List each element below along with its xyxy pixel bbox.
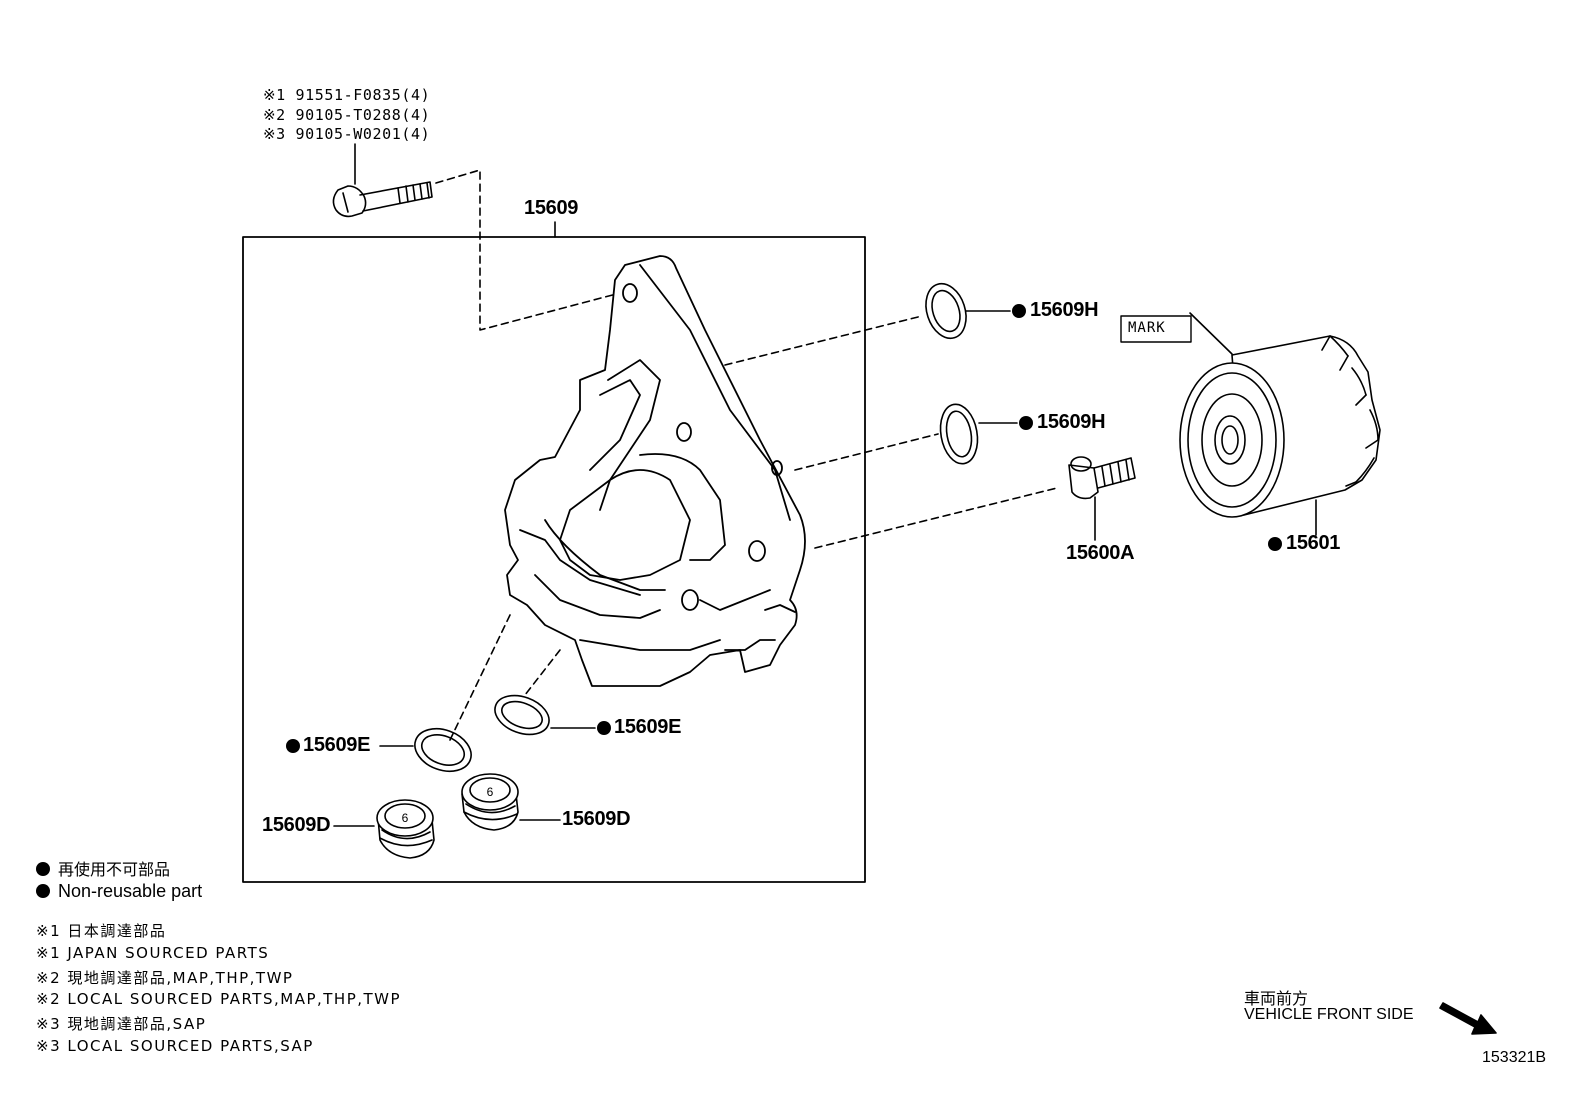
label-assembly[interactable]: 15609 <box>524 197 579 219</box>
bolt-callout-1: ※1 91551-F0835(4) <box>263 86 430 104</box>
union-drawing <box>1068 456 1136 541</box>
oring-h-upper <box>925 282 1011 340</box>
nonreusable-dots <box>286 304 1282 753</box>
note-4: ※2 LOCAL SOURCED PARTS,MAP,THP,TWP <box>36 990 402 1008</box>
bolt-callout-3: ※3 90105-W0201(4) <box>263 125 430 143</box>
label-filter[interactable]: 15601 <box>1286 532 1341 554</box>
label-oring-e-left[interactable]: 15609E <box>303 734 371 756</box>
note-6: ※3 LOCAL SOURCED PARTS,SAP <box>36 1037 314 1055</box>
label-plug-left[interactable]: 15609D <box>262 814 331 836</box>
dashed-leaders <box>449 315 1058 741</box>
legend-en-text: Non-reusable part <box>58 881 203 901</box>
svg-text:6: 6 <box>402 811 409 825</box>
mark-label: MARK <box>1128 320 1166 336</box>
figure-id: 153321B <box>1482 1049 1547 1066</box>
mark-box <box>1120 315 1192 343</box>
label-oring-e-right[interactable]: 15609E <box>614 716 682 738</box>
label-plug-right[interactable]: 15609D <box>562 808 631 830</box>
label-oring-h-upper[interactable]: 15609H <box>1030 299 1099 321</box>
label-oring-h-lower[interactable]: 15609H <box>1037 411 1106 433</box>
callout-mark: ※1 <box>263 86 286 104</box>
oring-e-right <box>494 694 596 736</box>
assembly-box <box>242 236 866 883</box>
direction-en: VEHICLE FRONT SIDE <box>1244 1006 1414 1023</box>
callout-part[interactable]: 90105-T0288(4) <box>295 106 431 124</box>
bolt-callout-2: ※2 90105-T0288(4) <box>263 106 430 124</box>
bolt-drawing <box>332 143 621 331</box>
label-union[interactable]: 15600A <box>1066 542 1135 564</box>
callout-part[interactable]: 90105-W0201(4) <box>295 125 431 143</box>
arrow-icon <box>1439 1002 1497 1035</box>
plug-left-drawing: 6 <box>333 799 435 859</box>
nonreusable-dot-icon <box>36 862 50 876</box>
note-3: ※2 現地調達部品,MAP,THP,TWP <box>36 969 294 987</box>
note-1: ※1 日本調達部品 <box>36 922 167 940</box>
callout-mark: ※3 <box>263 125 286 143</box>
oil-filter-drawing <box>1179 312 1381 536</box>
oring-e-left <box>379 727 472 773</box>
direction-jp: 車両前方 <box>1244 989 1309 1008</box>
note-2: ※1 JAPAN SOURCED PARTS <box>36 944 270 962</box>
legend-en: Non-reusable part <box>36 881 202 902</box>
svg-text:6: 6 <box>487 785 494 799</box>
plug-right-drawing: 6 <box>461 773 561 831</box>
legend-jp: 再使用不可部品 <box>36 856 170 880</box>
callout-part[interactable]: 91551-F0835(4) <box>295 86 431 104</box>
oring-h-lower <box>939 403 1018 465</box>
note-5: ※3 現地調達部品,SAP <box>36 1015 207 1033</box>
callout-mark: ※2 <box>263 106 286 124</box>
legend-jp-text: 再使用不可部品 <box>58 860 171 879</box>
nonreusable-dot-icon <box>36 884 50 898</box>
filter-bracket-drawing <box>504 255 806 687</box>
